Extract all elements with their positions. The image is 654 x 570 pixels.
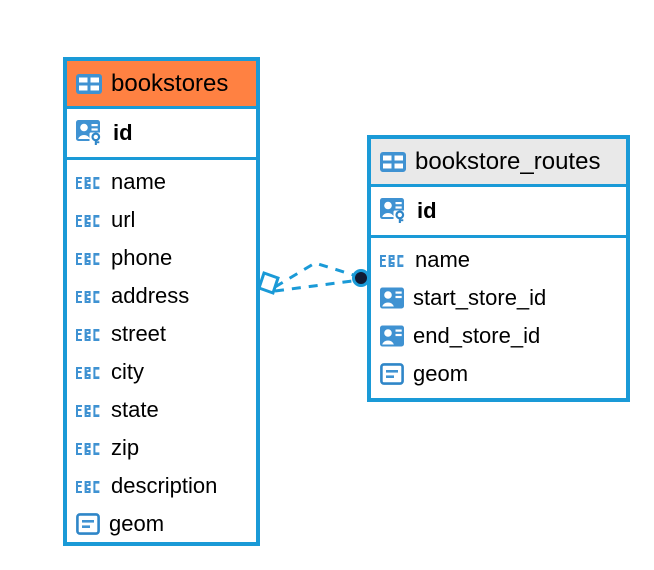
entity-bookstore-routes[interactable]: bookstore_routes id [367, 135, 630, 402]
fields-section-bookstores: name url [67, 160, 256, 548]
field-label-description: description [111, 473, 218, 498]
text-type-icon [76, 443, 100, 455]
field-label-geom: geom [413, 361, 469, 386]
relationship-line-upper [274, 261, 361, 289]
text-type-icon [76, 481, 100, 493]
field-row-start-store-id[interactable]: start_store_id [371, 279, 626, 317]
relationship-line-lower [274, 278, 361, 293]
field-label-phone: phone [111, 245, 173, 270]
text-type-icon [76, 177, 100, 189]
field-label-geom: geom [109, 511, 165, 536]
text-type-icon [76, 367, 100, 379]
field-row-description[interactable]: description [67, 467, 256, 505]
field-row-url[interactable]: url [67, 201, 256, 239]
field-label-url: url [111, 207, 136, 232]
table-icon [76, 73, 102, 94]
field-row-street[interactable]: street [67, 315, 256, 353]
field-row-id[interactable]: id [371, 187, 626, 235]
entity-header-bookstore-routes[interactable]: bookstore_routes [371, 139, 626, 187]
field-label-id: id [113, 120, 133, 145]
foreign-key-icon [380, 325, 404, 347]
field-row-name[interactable]: name [67, 163, 256, 201]
text-type-icon [76, 215, 100, 227]
geometry-type-icon [380, 363, 404, 385]
fields-section-bookstore-routes: name start_store_id [371, 238, 626, 398]
entity-title-bookstore-routes: bookstore_routes [415, 147, 601, 175]
field-label-street: street [111, 321, 167, 346]
foreign-key-icon [380, 287, 404, 309]
field-row-id[interactable]: id [67, 109, 256, 157]
entity-header-bookstores[interactable]: bookstores [67, 61, 256, 109]
field-label-id: id [417, 198, 437, 223]
field-label-state: state [111, 397, 159, 422]
entity-bookstores[interactable]: bookstores id [63, 57, 260, 546]
relationship-connector[interactable] [250, 245, 380, 320]
field-label-city: city [111, 359, 144, 384]
text-type-icon [76, 291, 100, 303]
text-type-icon [76, 253, 100, 265]
table-icon [380, 151, 406, 172]
field-row-geom[interactable]: geom [67, 505, 256, 543]
primary-key-section-bookstore-routes: id [371, 187, 626, 238]
field-row-end-store-id[interactable]: end_store_id [371, 317, 626, 355]
field-label-name: name [111, 169, 167, 194]
text-type-icon [76, 405, 100, 417]
primary-key-icon [76, 120, 103, 146]
field-row-phone[interactable]: phone [67, 239, 256, 277]
field-label-start-store-id: start_store_id [413, 285, 547, 310]
primary-key-icon [380, 198, 407, 224]
field-label-address: address [111, 283, 190, 308]
field-label-zip: zip [111, 435, 140, 460]
field-row-state[interactable]: state [67, 391, 256, 429]
field-label-name: name [415, 247, 471, 272]
field-row-geom[interactable]: geom [371, 355, 626, 393]
entity-title-bookstores: bookstores [111, 69, 229, 97]
field-label-end-store-id: end_store_id [413, 323, 541, 348]
primary-key-section-bookstores: id [67, 109, 256, 160]
text-type-icon [76, 329, 100, 341]
field-row-address[interactable]: address [67, 277, 256, 315]
text-type-icon [380, 255, 404, 267]
field-row-zip[interactable]: zip [67, 429, 256, 467]
geometry-type-icon [76, 513, 100, 535]
field-row-city[interactable]: city [67, 353, 256, 391]
diamond-marker [257, 271, 280, 295]
field-row-name[interactable]: name [371, 241, 626, 279]
